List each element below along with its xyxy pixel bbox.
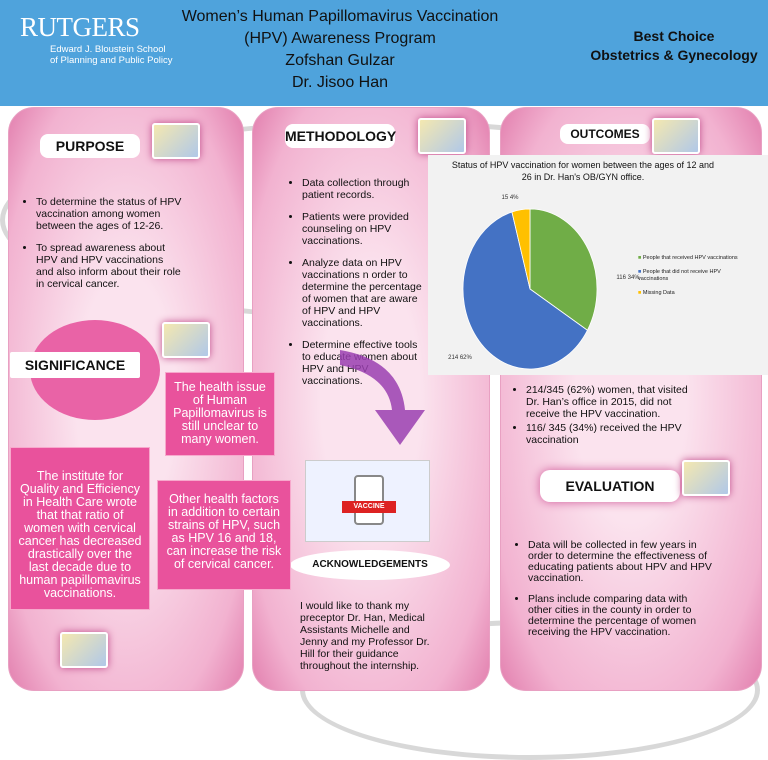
vaccine-icon: [652, 118, 700, 154]
legend-label: People that received HPV vaccinations: [642, 255, 738, 261]
vial-icon: [354, 475, 384, 525]
legend-item: ■ People that did not receive HPV vaccin…: [638, 269, 738, 283]
outcomes-list: 214/345 (62%) women, that visited Dr. Ha…: [512, 384, 692, 456]
legend-item: ■ Missing Data: [638, 290, 738, 297]
vaccine-icon: [682, 460, 730, 496]
list-item: To determine the status of HPV vaccinati…: [36, 196, 182, 232]
purpose-heading: PURPOSE: [40, 134, 140, 158]
significance-heading: SIGNIFICANCE: [10, 352, 140, 378]
purpose-list: To determine the status of HPV vaccinati…: [22, 196, 182, 300]
chart-legend: ■ People that received HPV vaccinations■…: [638, 255, 738, 304]
methodology-list: Data collection through patient records.…: [288, 177, 428, 397]
outcomes-heading: OUTCOMES: [560, 124, 650, 144]
list-item: Determine effective tools to educate wom…: [302, 339, 428, 387]
pie-slice: [529, 208, 598, 331]
evaluation-heading: EVALUATION: [540, 470, 680, 502]
vaccine-label: VACCINE: [342, 501, 396, 513]
vaccine-icon: [152, 123, 200, 159]
acknowledgements-heading: ACKNOWLEDGEMENTS: [290, 550, 450, 580]
list-item: Analyze data on HPV vaccinations n order…: [302, 257, 428, 329]
slice-label: 214 62%: [448, 355, 472, 361]
poster-title: Women’s Human Papillomavirus Vaccination…: [170, 6, 510, 94]
list-item: Plans include comparing data with other …: [528, 594, 714, 638]
school-line: Edward J. Bloustein School: [50, 44, 166, 55]
list-item: Data will be collected in few years in o…: [528, 540, 714, 584]
pie-slice: [511, 208, 531, 290]
legend-item: ■ People that received HPV vaccinations: [638, 255, 738, 262]
list-item: 116/ 345 (34%) received the HPV vaccinat…: [526, 422, 692, 446]
org-line: Best Choice: [633, 28, 715, 44]
rutgers-logo: RUTGERS: [20, 12, 140, 42]
legend-marker-icon: ■: [638, 290, 642, 296]
arrow-graphic: [340, 350, 425, 445]
pie-slice: [462, 211, 588, 370]
vaccine-icon: [418, 118, 466, 154]
title-line: (HPV) Awareness Program: [244, 30, 436, 47]
significance-box: The institute for Quality and Efficiency…: [10, 447, 150, 610]
significance-box: The health issue of Human Papillomavirus…: [165, 372, 275, 456]
significance-box: Other health factors in addition to cert…: [157, 480, 291, 590]
acknowledgements-text: I would like to thank my preceptor Dr. H…: [300, 600, 430, 672]
list-item: Data collection through patient records.: [302, 177, 428, 201]
vaccine-icon: [162, 322, 210, 358]
school-line: of Planning and Public Policy: [50, 55, 173, 66]
slice-label: 116 34%: [616, 275, 640, 281]
legend-marker-icon: ■: [638, 255, 642, 261]
chart-title: Status of HPV vaccination for women betw…: [451, 160, 715, 182]
org-line: Obstetrics & Gynecology: [590, 47, 758, 63]
slice-label: 15 4%: [501, 195, 519, 201]
title-line: Women’s Human Papillomavirus Vaccination: [181, 8, 499, 25]
legend-label: Missing Data: [642, 290, 675, 296]
vaccine-icon: [60, 632, 108, 668]
author: Zofshan Gulzar: [285, 52, 395, 69]
methodology-heading: METHODOLOGY: [285, 124, 396, 148]
list-item: Patients were provided counseling on HPV…: [302, 211, 428, 247]
evaluation-list: Data will be collected in few years in o…: [514, 540, 714, 648]
legend-marker-icon: ■: [638, 269, 642, 275]
advisor: Dr. Jisoo Han: [291, 74, 389, 91]
list-item: To spread awareness about HPV and HPV va…: [36, 242, 182, 290]
pie-chart: Status of HPV vaccination for women betw…: [428, 155, 768, 375]
pie-plot: 116 34% 214 62% 15 4%: [448, 195, 640, 370]
legend-label: People that did not receive HPV vaccinat…: [638, 269, 721, 282]
list-item: 214/345 (62%) women, that visited Dr. Ha…: [526, 384, 692, 420]
vaccine-image: VACCINE: [305, 460, 430, 542]
